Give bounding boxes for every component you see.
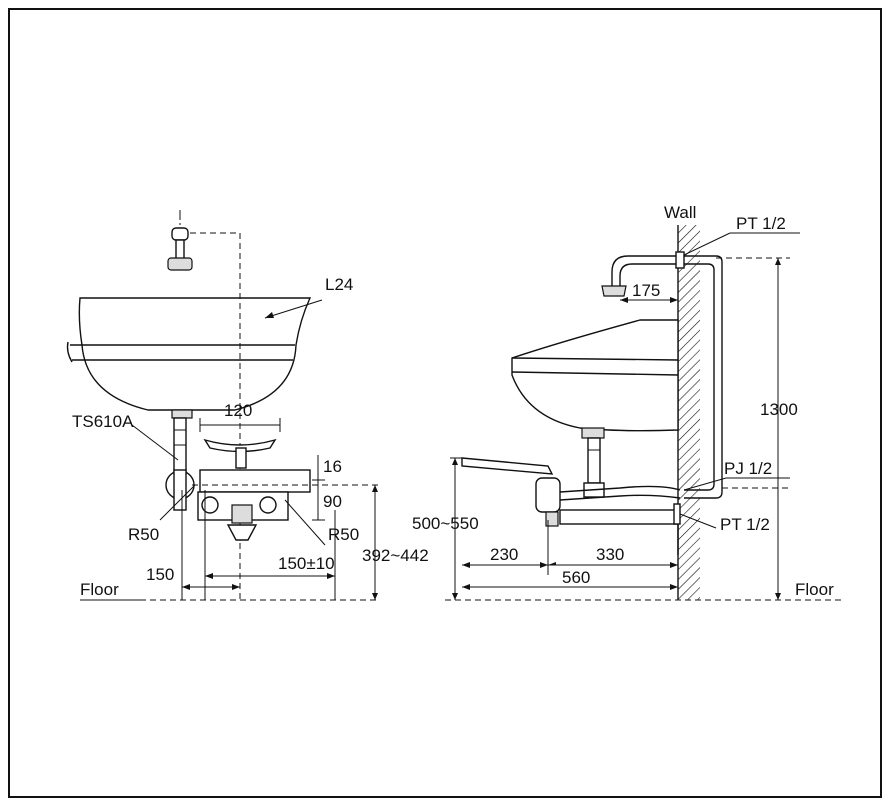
- label-pj12: PJ 1/2: [724, 459, 772, 478]
- dim-175: 175: [632, 281, 660, 300]
- dim-500-550: 500~550: [412, 514, 479, 533]
- drain-side: [583, 437, 605, 498]
- supply-pipe-side: [684, 255, 723, 499]
- label-l24: L24: [325, 275, 353, 294]
- dim-560: 560: [562, 568, 590, 587]
- dim-120: 120: [224, 401, 252, 420]
- label-r50-right: R50: [328, 525, 359, 544]
- valve-side: [461, 457, 681, 555]
- dim-150-left: 150: [146, 565, 174, 584]
- dim-330: 330: [596, 545, 624, 564]
- dim-230: 230: [490, 545, 518, 564]
- label-pt12-top: PT 1/2: [736, 214, 786, 233]
- spout-pipe-side: [601, 251, 685, 297]
- dim-150-pm10: 150±10: [278, 554, 335, 573]
- dim-392-442: 392~442: [362, 546, 429, 565]
- dim-90: 90: [323, 492, 342, 511]
- dim-1300: 1300: [760, 400, 798, 419]
- front-view: [66, 210, 380, 601]
- label-ts610a: TS610A: [72, 412, 134, 431]
- pedal-front: [197, 438, 311, 541]
- drain-pipe-front: [165, 417, 195, 511]
- spout-head: [167, 210, 240, 271]
- label-pt12-bottom: PT 1/2: [720, 515, 770, 534]
- label-wall: Wall: [664, 203, 696, 222]
- label-floor-front: Floor: [80, 580, 119, 599]
- wall-hatch: [678, 225, 700, 600]
- label-floor-side: Floor: [795, 580, 834, 599]
- dim-16: 16: [323, 457, 342, 476]
- side-view: [445, 225, 845, 601]
- label-r50-left: R50: [128, 525, 159, 544]
- basin-front: [66, 297, 312, 419]
- basin-side: [511, 319, 679, 439]
